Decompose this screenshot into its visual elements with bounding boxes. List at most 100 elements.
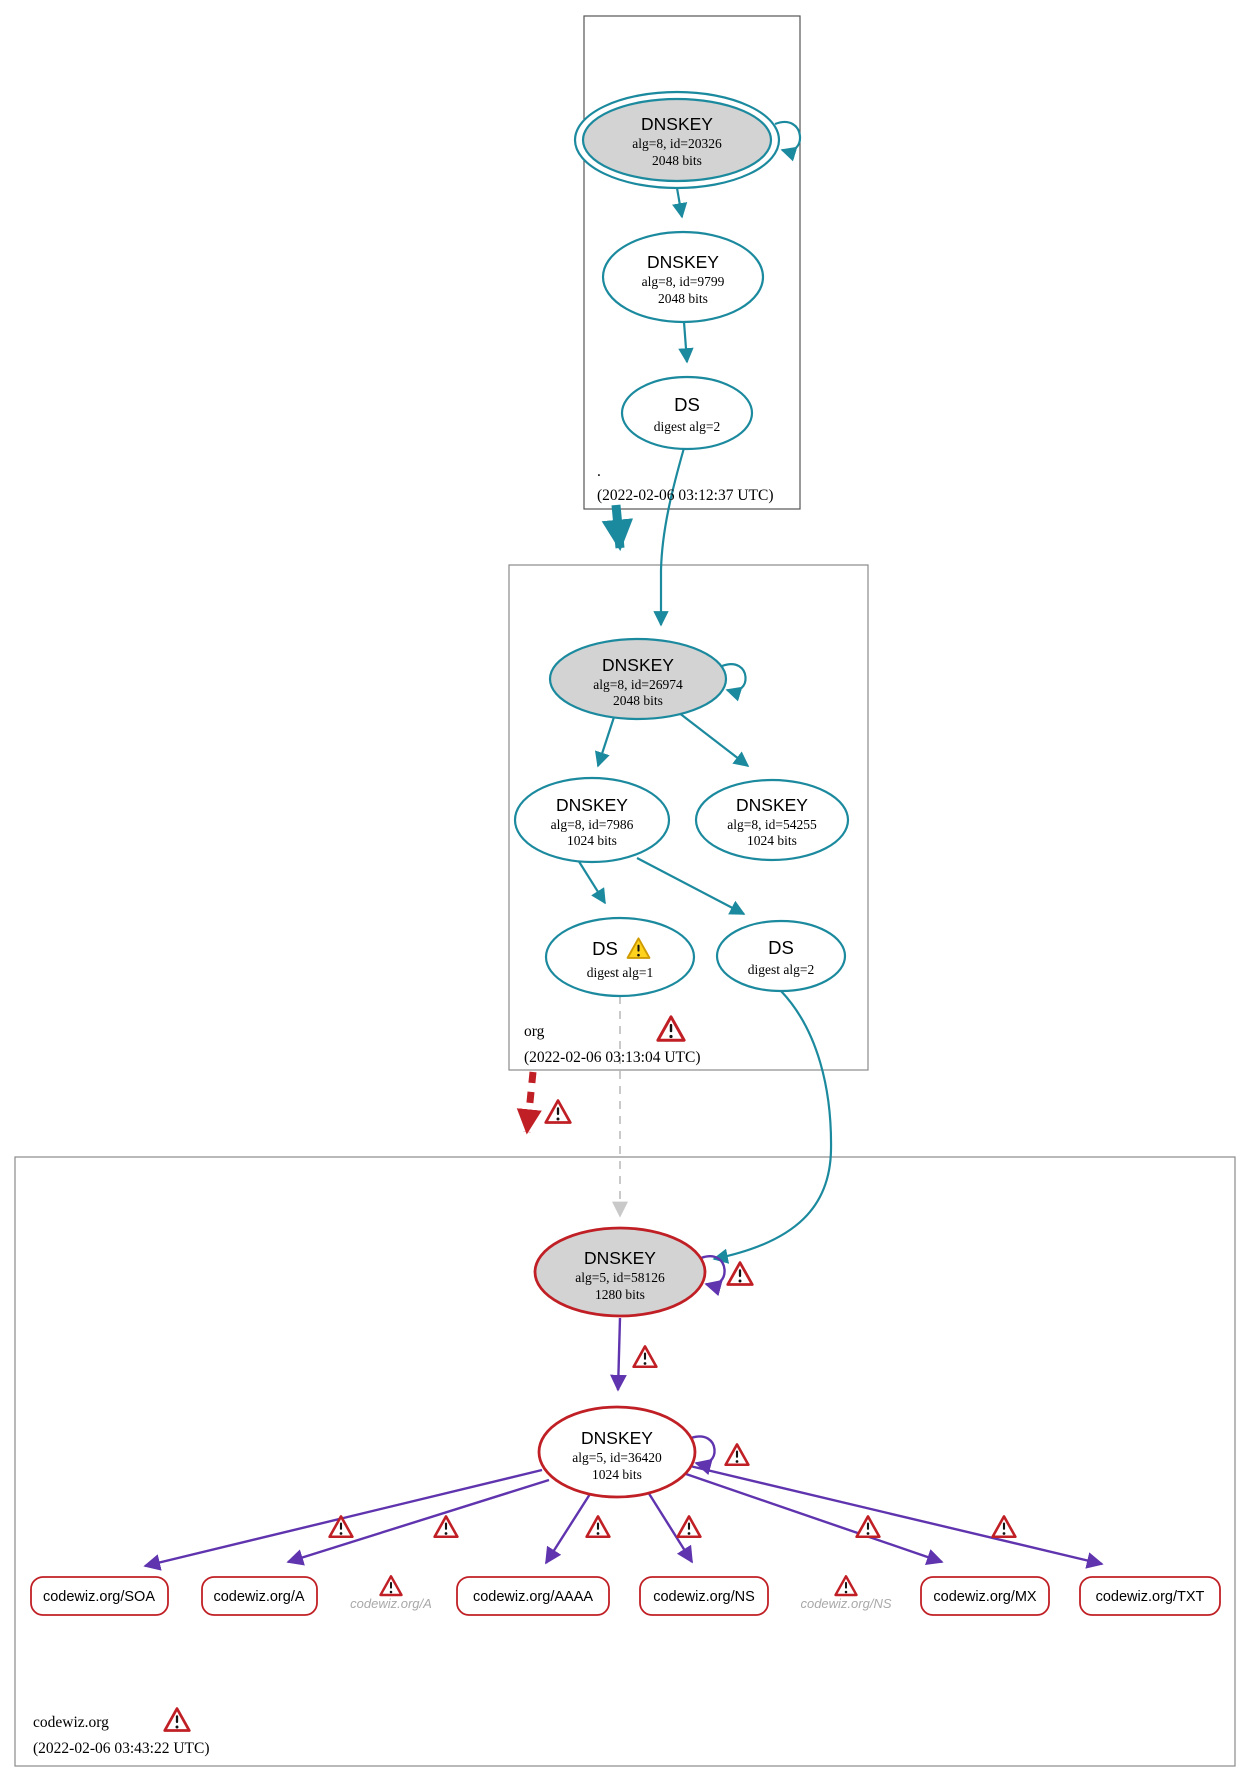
warning-icon bbox=[379, 1575, 403, 1597]
node-type-label: DS bbox=[768, 937, 794, 958]
edge-zsk-to-ns bbox=[646, 1491, 694, 1564]
node-alg-id: alg=8, id=20326 bbox=[632, 136, 722, 151]
node-codewiz-ksk-58126[interactable]: DNSKEY alg=5, id=58126 1280 bits bbox=[533, 1226, 707, 1318]
codewiz-zsk-ellipse bbox=[537, 1405, 697, 1499]
zone-timestamp-root: (2022-02-06 03:12:37 UTC) bbox=[597, 487, 774, 504]
zone-timestamp-codewiz: (2022-02-06 03:43:22 UTC) bbox=[33, 1740, 210, 1757]
node-type-label: DS bbox=[592, 938, 618, 959]
warning-icon bbox=[656, 1015, 686, 1042]
node-type-label: DNSKEY bbox=[581, 1428, 653, 1448]
warning-icon bbox=[834, 1575, 858, 1597]
rrset-txt-box bbox=[1079, 1576, 1221, 1616]
edge-root-zsk-to-ds bbox=[678, 321, 694, 364]
warning-icon bbox=[632, 1345, 658, 1369]
node-type-label: DNSKEY bbox=[584, 1248, 656, 1268]
org-ds2-ellipse bbox=[715, 919, 847, 993]
root-ds-ellipse bbox=[620, 375, 754, 451]
warning-icon bbox=[544, 1099, 572, 1124]
node-digest: digest alg=2 bbox=[654, 419, 720, 434]
edge-root-ds-to-org-ksk bbox=[653, 447, 686, 627]
node-root-ds[interactable]: DS digest alg=2 bbox=[620, 375, 754, 451]
org-zsk-54255-ellipse bbox=[694, 778, 850, 862]
edge-root-ksk-to-zsk bbox=[672, 187, 688, 219]
node-type-label: DNSKEY bbox=[602, 655, 674, 675]
node-alg-id: alg=8, id=26974 bbox=[593, 677, 683, 692]
node-bits: 1024 bits bbox=[747, 833, 797, 848]
node-org-ds1[interactable]: DS digest alg=1 bbox=[544, 916, 696, 998]
edge-org-to-codewiz-bogus-delegation bbox=[516, 1071, 542, 1135]
node-org-ds2[interactable]: DS digest alg=2 bbox=[715, 919, 847, 993]
rrset-a-box bbox=[201, 1576, 318, 1616]
edge-org-ds2-to-codewiz-ksk bbox=[712, 990, 833, 1264]
edge-org-ksk-selfloop bbox=[721, 663, 747, 702]
org-zsk-7986-ellipse bbox=[513, 776, 671, 864]
phantom-rrset-a-label: codewiz.org/A bbox=[350, 1596, 432, 1611]
warning-icon bbox=[163, 1707, 191, 1732]
edge-org-ksk-to-zsk-54255 bbox=[673, 708, 750, 767]
node-alg-id: alg=8, id=7986 bbox=[551, 817, 634, 832]
node-rrset-a[interactable]: codewiz.org/A bbox=[201, 1576, 318, 1616]
node-bits: 2048 bits bbox=[613, 693, 663, 708]
root-zsk-ellipse bbox=[601, 230, 765, 324]
zone-box-codewiz bbox=[14, 1156, 1236, 1767]
node-rrset-ns[interactable]: codewiz.org/NS bbox=[639, 1576, 769, 1616]
node-type-label: DNSKEY bbox=[556, 795, 628, 815]
node-codewiz-zsk-36420[interactable]: DNSKEY alg=5, id=36420 1024 bits bbox=[537, 1405, 697, 1499]
node-bits: 1024 bits bbox=[567, 833, 617, 848]
node-alg-id: alg=8, id=54255 bbox=[727, 817, 817, 832]
node-digest: digest alg=2 bbox=[748, 962, 814, 977]
zone-timestamp-org: (2022-02-06 03:13:04 UTC) bbox=[524, 1049, 701, 1066]
edge-zsk-to-txt bbox=[689, 1464, 1104, 1569]
warning-icon bbox=[433, 1515, 459, 1539]
root-ksk-inner-ring bbox=[581, 97, 773, 183]
edge-zsk-to-a bbox=[286, 1478, 550, 1566]
warning-icon bbox=[991, 1515, 1017, 1539]
edge-org-zsk-to-ds1 bbox=[577, 859, 606, 905]
edge-org-ksk-to-zsk-7986 bbox=[594, 713, 617, 768]
rrset-label: codewiz.org/A bbox=[213, 1589, 304, 1605]
rrset-mx-box bbox=[920, 1576, 1050, 1616]
node-bits: 1280 bits bbox=[595, 1287, 645, 1302]
node-bits: 2048 bits bbox=[658, 291, 708, 306]
node-root-ksk-20326[interactable]: DNSKEY alg=8, id=20326 2048 bits bbox=[573, 90, 781, 190]
zone-name-codewiz: codewiz.org bbox=[33, 1714, 109, 1731]
warning-icon bbox=[726, 1261, 754, 1286]
node-bits: 2048 bits bbox=[652, 153, 702, 168]
node-org-zsk-54255[interactable]: DNSKEY alg=8, id=54255 1024 bits bbox=[694, 778, 850, 862]
edge-codewiz-ksk-selfloop bbox=[700, 1255, 726, 1297]
org-ds1-ellipse bbox=[544, 916, 696, 998]
node-rrset-mx[interactable]: codewiz.org/MX bbox=[920, 1576, 1050, 1616]
node-alg-id: alg=5, id=36420 bbox=[572, 1450, 662, 1465]
org-ksk-ellipse bbox=[548, 637, 728, 721]
node-alg-id: alg=8, id=9799 bbox=[642, 274, 725, 289]
rrset-label: codewiz.org/MX bbox=[933, 1589, 1036, 1605]
node-rrset-soa[interactable]: codewiz.org/SOA bbox=[30, 1576, 169, 1616]
node-type-label: DNSKEY bbox=[641, 114, 713, 134]
rrset-label: codewiz.org/NS bbox=[653, 1589, 755, 1605]
rrset-ns-box bbox=[639, 1576, 769, 1616]
edge-root-ksk-selfloop bbox=[774, 120, 802, 162]
node-org-zsk-7986[interactable]: DNSKEY alg=8, id=7986 1024 bits bbox=[513, 776, 671, 864]
edge-org-zsk-to-ds2 bbox=[636, 857, 746, 915]
edge-root-to-org-delegation bbox=[601, 504, 634, 552]
edge-zsk-to-mx bbox=[685, 1472, 944, 1566]
node-bits: 1024 bits bbox=[592, 1467, 642, 1482]
node-type-label: DNSKEY bbox=[647, 252, 719, 272]
rrset-soa-box bbox=[30, 1576, 169, 1616]
node-root-zsk-9799[interactable]: DNSKEY alg=8, id=9799 2048 bits bbox=[601, 230, 765, 324]
edge-codewiz-zsk-selfloop bbox=[690, 1435, 716, 1476]
rrset-aaaa-box bbox=[456, 1576, 610, 1616]
zone-name-root: . bbox=[597, 463, 601, 480]
node-alg-id: alg=5, id=58126 bbox=[575, 1270, 665, 1285]
rrset-label: codewiz.org/AAAA bbox=[473, 1589, 593, 1605]
rrset-label: codewiz.org/SOA bbox=[43, 1589, 155, 1605]
zone-box-root bbox=[583, 15, 801, 510]
node-rrset-aaaa[interactable]: codewiz.org/AAAA bbox=[456, 1576, 610, 1616]
node-rrset-txt[interactable]: codewiz.org/TXT bbox=[1079, 1576, 1221, 1616]
node-type-label: DS bbox=[674, 394, 700, 415]
edge-codewiz-ksk-to-zsk bbox=[610, 1317, 627, 1392]
node-org-ksk-26974[interactable]: DNSKEY alg=8, id=26974 2048 bits bbox=[548, 637, 728, 721]
warning-icon bbox=[676, 1515, 702, 1539]
